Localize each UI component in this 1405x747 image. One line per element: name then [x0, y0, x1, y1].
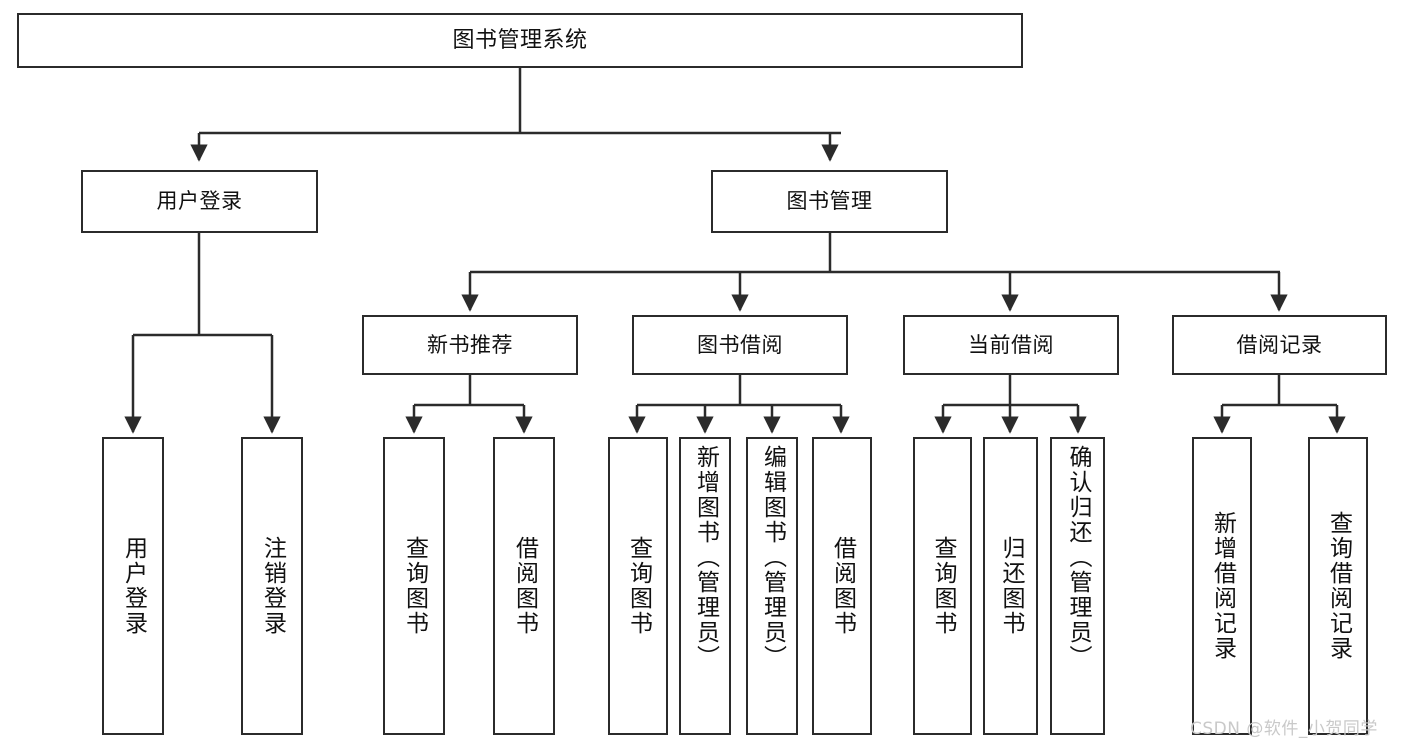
- node-label: 借阅记录: [1236, 332, 1323, 357]
- node-label: 查询图书: [930, 536, 956, 636]
- node-label: 查询借阅记录: [1325, 511, 1352, 661]
- node-label: 借阅图书: [829, 536, 856, 636]
- node-label: 图书管理系统: [452, 27, 588, 53]
- leaf-user-login[interactable]: 用户登录: [102, 437, 164, 735]
- leaf-return-book[interactable]: 归还图书: [983, 437, 1038, 735]
- node-label: 用户登录: [120, 536, 147, 636]
- node-new-book-recommend[interactable]: 新书推荐: [362, 315, 578, 375]
- node-label: 当前借阅: [968, 332, 1054, 357]
- leaf-query-book-borrow[interactable]: 查询图书: [608, 437, 668, 735]
- leaf-add-book-admin[interactable]: 新增图书（管理员）: [679, 437, 731, 735]
- leaf-query-book-recommend[interactable]: 查询图书: [383, 437, 445, 735]
- node-root-system[interactable]: 图书管理系统: [17, 13, 1023, 68]
- watermark-csdn: CSDN @软件_小贺同学: [1190, 719, 1378, 739]
- node-label: 新增借阅记录: [1209, 511, 1236, 661]
- node-label: 图书管理: [786, 189, 873, 214]
- node-label: 借阅图书: [511, 536, 538, 636]
- leaf-borrow-book-recommend[interactable]: 借阅图书: [493, 437, 555, 735]
- leaf-query-borrow-record[interactable]: 查询借阅记录: [1308, 437, 1368, 735]
- leaf-confirm-return-admin[interactable]: 确认归还（管理员）: [1050, 437, 1105, 735]
- node-label: 归还图书: [998, 536, 1024, 636]
- leaf-borrow-book[interactable]: 借阅图书: [812, 437, 872, 735]
- node-label: 查询图书: [401, 536, 428, 636]
- node-borrow-record[interactable]: 借阅记录: [1172, 315, 1387, 375]
- node-user-login[interactable]: 用户登录: [81, 170, 318, 233]
- node-label: 编辑图书（管理员）: [759, 445, 786, 670]
- node-label: 注销登录: [259, 536, 286, 636]
- node-label: 用户登录: [156, 189, 243, 214]
- node-book-borrow[interactable]: 图书借阅: [632, 315, 848, 375]
- node-label: 查询图书: [625, 536, 652, 636]
- node-label: 新增图书（管理员）: [692, 445, 719, 670]
- leaf-add-borrow-record[interactable]: 新增借阅记录: [1192, 437, 1252, 735]
- node-label: 新书推荐: [427, 332, 513, 357]
- node-current-borrow[interactable]: 当前借阅: [903, 315, 1119, 375]
- leaf-logout[interactable]: 注销登录: [241, 437, 303, 735]
- node-book-management[interactable]: 图书管理: [711, 170, 948, 233]
- leaf-edit-book-admin[interactable]: 编辑图书（管理员）: [746, 437, 798, 735]
- node-label: 确认归还（管理员）: [1065, 445, 1091, 670]
- leaf-query-book-current[interactable]: 查询图书: [913, 437, 972, 735]
- node-label: 图书借阅: [697, 332, 783, 357]
